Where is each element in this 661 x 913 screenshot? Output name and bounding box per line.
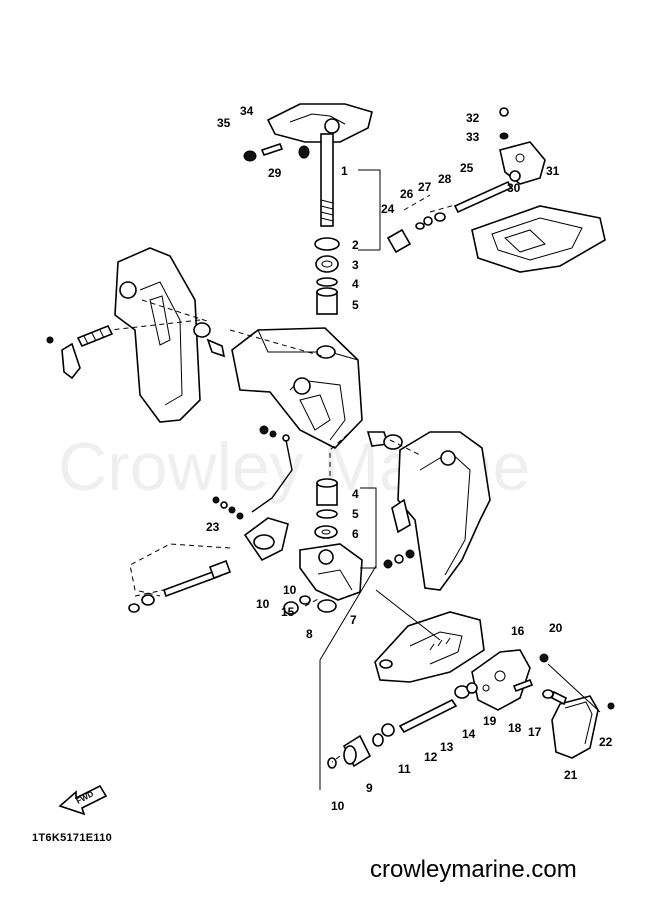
callout: 4	[352, 277, 359, 291]
callout: 23	[206, 520, 220, 534]
callout: 18	[508, 721, 522, 735]
washer-11	[372, 733, 384, 747]
callout: 22	[599, 735, 613, 749]
callout: 31	[546, 164, 560, 178]
callout: 21	[564, 768, 578, 782]
steering-arm	[299, 543, 363, 601]
callout: 13	[440, 740, 454, 754]
bolt-19	[512, 678, 534, 693]
callout: 34	[240, 104, 254, 118]
callout: 10	[256, 597, 270, 611]
washer-6	[314, 525, 338, 539]
callout: 10	[283, 583, 297, 597]
site-url[interactable]: crowleymarine.com	[370, 856, 577, 883]
lower-mount-housing	[374, 611, 485, 683]
callout: 33	[466, 130, 480, 144]
callout: 30	[507, 181, 521, 195]
washer-2	[314, 237, 340, 251]
washer-10-lower	[327, 757, 337, 769]
callout: 12	[424, 750, 438, 764]
callout: 28	[438, 172, 452, 186]
cable-guide-assembly	[386, 107, 606, 273]
fwd-arrow: FWD	[58, 784, 108, 816]
pad-21	[551, 695, 599, 759]
callout: 19	[483, 714, 497, 728]
callout: 3	[352, 258, 359, 272]
nut-20	[539, 653, 549, 663]
callout: 9	[366, 781, 373, 795]
callout: 32	[466, 111, 480, 125]
washer-12	[381, 723, 395, 737]
washer-10-upper	[299, 595, 311, 605]
o-ring-5-top	[316, 277, 338, 287]
callout: 2	[352, 238, 359, 252]
screw-22	[607, 702, 615, 710]
long-bolt-left	[128, 559, 232, 613]
callout: 6	[352, 527, 359, 541]
callout: 8	[306, 627, 313, 641]
leader-lines	[109, 169, 601, 790]
left-clamp-screw	[46, 324, 114, 380]
lock-washer-8	[317, 599, 337, 613]
steering-link-23	[212, 496, 289, 562]
bolt-18	[551, 690, 567, 706]
callout: 24	[381, 202, 395, 216]
callout: 20	[549, 621, 563, 635]
right-clamp-bracket	[391, 431, 491, 591]
long-bolt-13	[398, 682, 478, 734]
callout: 5	[352, 298, 359, 312]
bushing-9	[342, 734, 372, 768]
nut-15	[283, 601, 299, 615]
callout: 7	[350, 613, 357, 627]
callout: 5	[352, 507, 359, 521]
callout: 25	[460, 161, 474, 175]
callout: 14	[462, 727, 476, 741]
left-clamp-bracket	[114, 247, 201, 423]
callout: 35	[217, 116, 231, 130]
callout: 1	[341, 164, 348, 178]
callout-numbers: 1 2 3 4 5 4 5 6 7 8 9 10 10 10 11 12 13 …	[206, 104, 613, 813]
washer-set-right	[383, 559, 393, 569]
callout: 16	[511, 624, 525, 638]
callout: 10	[331, 799, 345, 813]
o-ring-5-lower	[316, 509, 338, 519]
swivel-bracket	[231, 327, 363, 449]
bushing-3	[315, 255, 339, 273]
bolt-34-nut-35	[243, 143, 284, 162]
bracket-plate-16	[471, 649, 531, 711]
callout: 17	[528, 725, 542, 739]
callout: 4	[352, 487, 359, 501]
callout: 15	[281, 605, 295, 619]
steering-shaft	[266, 103, 373, 227]
washer-17	[542, 689, 554, 699]
callout: 26	[400, 187, 414, 201]
bushing-4-lower	[316, 478, 338, 506]
callout: 11	[398, 762, 411, 776]
screw-mid-left	[259, 425, 269, 435]
callout: 29	[268, 166, 282, 180]
diagram-code: 1T6K5171E110	[32, 832, 113, 844]
bushing-4-top	[316, 287, 338, 315]
bracket-bolt	[193, 322, 226, 358]
callout: 27	[418, 180, 432, 194]
